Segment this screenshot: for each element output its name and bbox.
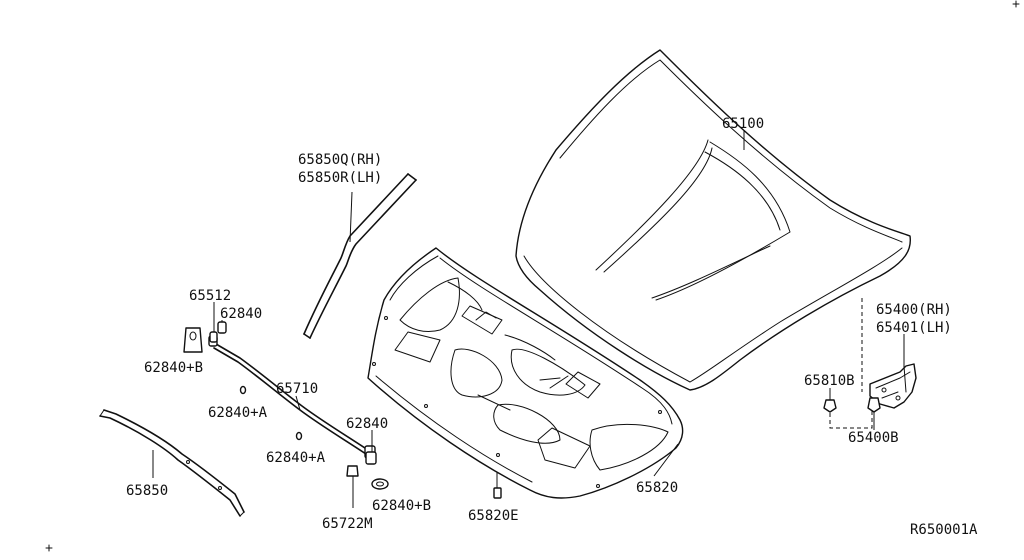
label-65820e: 65820E [468, 508, 519, 524]
label-62840a-2: 62840+A [266, 450, 326, 466]
label-65850q: 65850Q(RH) [298, 152, 382, 168]
label-65100: 65100 [722, 116, 764, 132]
grommet-65722m [346, 465, 359, 477]
clip-62840-top [217, 321, 227, 334]
label-65401: 65401(LH) [876, 320, 952, 336]
leader-65820 [653, 443, 679, 477]
hinge-bolt-line [829, 404, 873, 429]
hood-seal-upper [303, 173, 417, 339]
corner-mark-bottom-left [45, 544, 53, 552]
label-65850r: 65850R(LH) [298, 170, 382, 186]
label-65810b: 65810B [804, 373, 855, 389]
label-62840-mid: 62840 [346, 416, 388, 432]
label-65722m: 65722M [322, 516, 373, 532]
hood-panel [515, 49, 912, 391]
hood-seal-lower [99, 409, 245, 517]
hood-insulator [367, 247, 684, 499]
clip-65820e [493, 487, 502, 499]
label-62840b-bottom: 62840+B [372, 498, 431, 514]
nut-65810b [823, 399, 837, 413]
hood-support-rod [208, 335, 376, 459]
grommet-62840b-left [183, 327, 203, 353]
label-62840-top: 62840 [220, 306, 262, 322]
pin-62840a-2 [295, 431, 303, 441]
label-65820: 65820 [636, 480, 678, 496]
label-65710: 65710 [276, 381, 318, 397]
bolt-65400b [867, 397, 881, 413]
label-65400b: 65400B [848, 430, 899, 446]
clip-62840-mid [365, 451, 377, 465]
label-65400: 65400(RH) [876, 302, 952, 318]
label-62840b-left: 62840+B [144, 360, 203, 376]
corner-mark-top-right [1012, 0, 1020, 8]
label-62840a-1: 62840+A [208, 405, 268, 421]
label-65512: 65512 [189, 288, 231, 304]
leader-65850q [349, 191, 353, 243]
leader-65710 [295, 395, 301, 411]
clip-65512 [209, 331, 218, 343]
diagram-reference: R650001A [910, 522, 978, 538]
label-65850: 65850 [126, 483, 168, 499]
grommet-62840b-bottom [371, 478, 389, 490]
pin-62840a-1 [239, 385, 247, 395]
